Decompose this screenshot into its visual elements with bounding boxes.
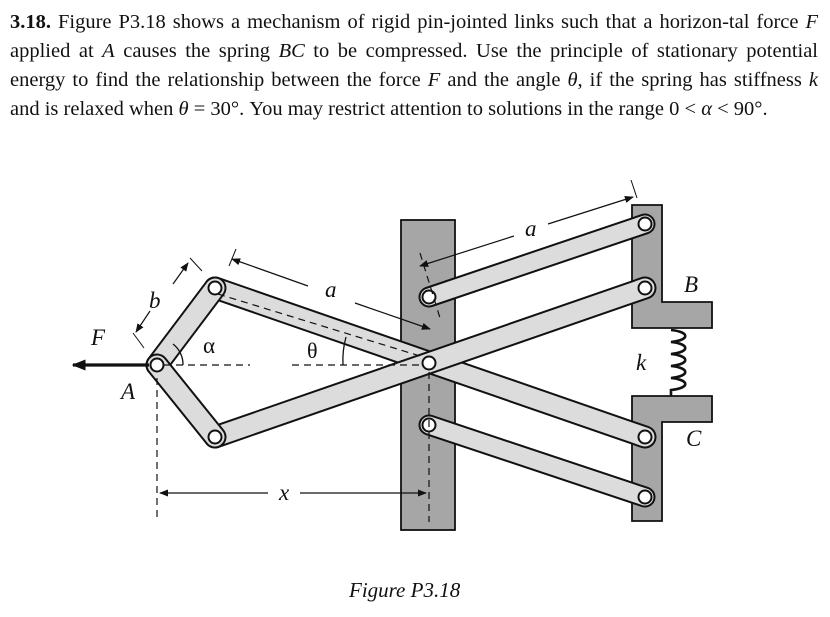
figure-caption: Figure P3.18 xyxy=(349,578,461,602)
pin-lower-left xyxy=(207,429,223,445)
pin-A xyxy=(149,357,165,373)
problem-var-A: A xyxy=(102,40,115,62)
pin-column-upper xyxy=(421,289,437,305)
a-dimension-arrow-1 xyxy=(231,258,309,287)
label-B: B xyxy=(684,272,698,297)
pin-B xyxy=(637,280,653,296)
alpha-arc xyxy=(172,343,184,366)
problem-seg8: = 30°. You may restrict attention to sol… xyxy=(188,98,702,120)
b-extension-2 xyxy=(189,257,203,272)
b-dimension-arrow-1 xyxy=(135,310,151,333)
problem-var-theta: θ xyxy=(567,69,578,91)
dashed-guides xyxy=(156,252,441,522)
label-x: x xyxy=(278,480,290,505)
spring xyxy=(669,328,687,396)
problem-var-alpha: α xyxy=(701,98,712,120)
pin-center xyxy=(421,355,437,371)
problem-seg3: causes the spring xyxy=(114,40,279,62)
pin-C xyxy=(637,429,653,445)
pin-upper-left xyxy=(207,280,223,296)
pin-bottom-right xyxy=(637,489,653,505)
problem-seg2: applied at xyxy=(10,40,103,62)
b-dimension-arrow-2 xyxy=(172,262,189,285)
label-A: A xyxy=(119,379,136,404)
problem-var-theta2: θ xyxy=(178,98,189,120)
label-b: b xyxy=(149,288,161,313)
pin-top-right xyxy=(637,216,653,232)
a-extension-1 xyxy=(228,248,237,267)
label-alpha: α xyxy=(203,333,215,358)
problem-seg9: < 90°. xyxy=(711,98,768,120)
problem-seg6: , if the spring has stiffness xyxy=(577,69,809,91)
problem-var-F: F xyxy=(805,11,818,33)
label-C: C xyxy=(686,426,702,451)
label-F: F xyxy=(90,325,106,350)
problem-seg4: to be compressed. Use the principle of s… xyxy=(10,40,819,91)
problem-seg5: and the angle xyxy=(440,69,568,91)
label-a-top: a xyxy=(525,216,537,241)
pin-joints xyxy=(149,216,653,505)
problem-number: 3.18. xyxy=(10,11,51,33)
problem-var-F2: F xyxy=(427,69,441,91)
problem-seg7: and is relaxed when xyxy=(10,98,179,120)
label-k: k xyxy=(636,350,647,375)
problem-var-BC: BC xyxy=(278,40,305,62)
b-extension-1 xyxy=(132,332,145,349)
a-top-arrow-2 xyxy=(547,196,634,225)
a-top-extension xyxy=(630,179,638,199)
problem-text: 3.18. Figure P3.18 shows a mechanism of … xyxy=(10,8,818,124)
a-top-arrow-1 xyxy=(419,235,515,267)
problem-seg1: Figure P3.18 shows a mechanism of rigid … xyxy=(51,11,806,33)
theta-arc xyxy=(342,336,347,366)
problem-var-k: k xyxy=(808,69,818,91)
label-a-link: a xyxy=(325,277,337,302)
upper-bracket xyxy=(631,204,713,329)
label-theta: θ xyxy=(307,338,318,363)
a-dimension-arrow-2 xyxy=(354,302,431,330)
